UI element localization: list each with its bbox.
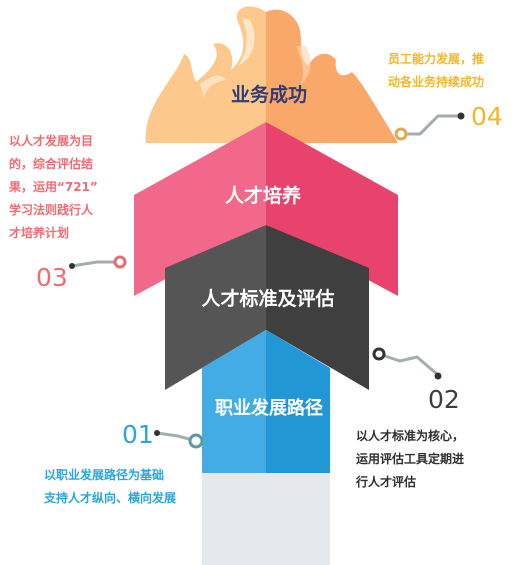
chevron-pink-left: [134, 122, 266, 296]
note-02-text: 以人才标准为核心， 运用评估工具定期进 行人才评估: [356, 425, 522, 494]
note-01-line: 以职业发展路径为基础: [44, 468, 165, 482]
connector-04: [394, 112, 465, 141]
note-03-line: 学习法则践行人: [9, 203, 94, 217]
note-01-line: 支持人才纵向、横向发展: [44, 491, 177, 505]
note-03-text: 以人才发展为目 的，综合评估结 果，运用“721” 学习法则践行人 才培养计划: [9, 130, 127, 245]
note-02-line: 行人才评估: [356, 475, 417, 489]
note-04-text: 员工能力发展，推 动各业务持续成功: [388, 48, 522, 94]
flame-left: [145, 6, 266, 143]
note-01-number: 01: [122, 420, 154, 449]
note-01-text: 以职业发展路径为基础 支持人才纵向、横向发展: [44, 464, 200, 510]
flame-highlight-mid: [200, 75, 226, 98]
tier-label-top: 业务成功: [231, 83, 307, 106]
flame-highlight-right: [296, 46, 311, 86]
note-03-line: 果，运用“721”: [9, 180, 98, 194]
note-03-line: 才培养计划: [9, 226, 70, 240]
chevron-pink-right: [266, 122, 398, 296]
note-02-line: 运用评估工具定期进: [356, 452, 465, 466]
connector-03: [69, 255, 127, 269]
note-02-line: 以人才标准为核心，: [356, 429, 465, 443]
note-04-line: 动各业务持续成功: [388, 75, 485, 89]
tier-label-career-path: 职业发展路径: [215, 397, 323, 419]
note-04-number: 04: [471, 102, 503, 131]
flame-highlight-left: [238, 18, 255, 66]
column-base: [202, 473, 330, 565]
connector-02: [372, 347, 442, 380]
note-03-line: 的，综合评估结: [9, 157, 94, 171]
note-02-number: 02: [428, 385, 460, 414]
tier-label-talent-development: 人才培养: [225, 184, 301, 207]
connector-01: [154, 430, 204, 449]
column-blue-right: [266, 330, 330, 473]
flame-shape: [145, 6, 398, 144]
chevron-dark-left: [165, 225, 266, 390]
note-04-line: 员工能力发展，推: [388, 52, 485, 66]
column-blue-left: [202, 330, 266, 473]
flame-right: [266, 9, 398, 144]
chevron-dark-right: [266, 225, 369, 390]
tier-label-standards: 人才标准及评估: [201, 287, 334, 310]
note-03-line: 以人才发展为目: [9, 134, 94, 148]
note-03-number: 03: [36, 263, 68, 292]
